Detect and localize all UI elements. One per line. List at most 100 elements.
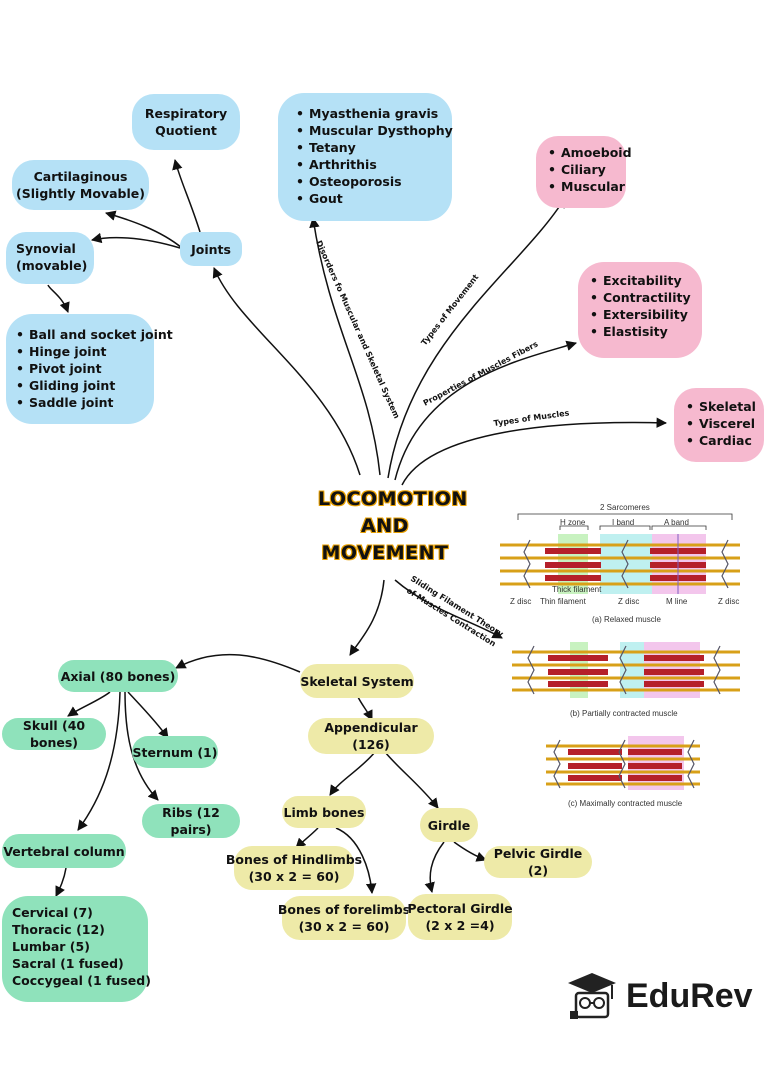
movement-types-node: Amoeboid Ciliary Muscular — [536, 136, 632, 208]
disorder-item: Muscular Dysthophy — [296, 122, 453, 139]
disorder-item: Tetany — [296, 139, 452, 156]
appendicular-node: Appendicular (126) — [308, 718, 434, 754]
girdle-node: Girdle — [420, 808, 478, 842]
disorders-node: Myasthenia gravis Muscular Dysthophy Tet… — [278, 93, 453, 221]
arrow-to-skeletal — [349, 579, 385, 656]
vertebrae-list-node: Cervical (7) Thoracic (12) Lumbar (5) Sa… — [2, 896, 151, 1002]
hindlimbs-node: Bones of Hindlimbs (30 x 2 = 60) — [226, 846, 362, 890]
property-item: Excitability — [590, 272, 702, 289]
arrow-appendicular-to-limb — [329, 751, 376, 796]
joint-type-item: Hinge joint — [16, 343, 154, 360]
respiratory-line-2: Quotient — [155, 123, 217, 138]
axial-node: Axial (80 bones) — [58, 660, 178, 692]
ribs-node: Ribs (12 pairs) — [142, 804, 240, 838]
disorder-item: Arthrithis — [296, 156, 452, 173]
forelimbs-line-2: (30 x 2 = 60) — [298, 919, 390, 934]
synovial-line-2: (movable) — [16, 258, 88, 273]
pectoral-girdle-node: Pectoral Girdle(2 x 2 =4) — [407, 894, 513, 940]
skeletal-system-node: Skeletal System — [300, 664, 414, 698]
arrow-girdle-to-pelvic — [453, 841, 487, 862]
skull-label: Skull (40 bones) — [22, 718, 86, 750]
title-line-2: AND — [361, 515, 409, 537]
arrow-joints-to-synovial — [90, 232, 181, 249]
appendicular-label: Appendicular (126) — [324, 720, 418, 752]
arrow-joints-to-cartilaginous — [104, 210, 183, 249]
arrow-skeletal-to-appendicular — [357, 696, 373, 721]
vertebra-item: Cervical (7) — [12, 905, 93, 920]
synovial-node: Synovial (movable) — [6, 232, 94, 284]
pelvic-girdle-label: Pelvic Girdle (2) — [493, 846, 583, 878]
arrow-skeletal-to-axial — [175, 653, 301, 673]
pelvic-girdle-node: Pelvic Girdle (2) — [484, 846, 592, 878]
joints-node: Joints — [180, 232, 242, 266]
arrow-to-sliding — [394, 579, 503, 639]
synovial-line-1: Synovial — [16, 241, 76, 256]
edge-label-disorders: Disorders fo Muscular and Skeletal Syste… — [314, 239, 401, 420]
limb-bones-label: Limb bones — [283, 804, 365, 820]
hindlimbs-line-1: Bones of Hindlimbs — [225, 852, 363, 867]
joint-type-item: Saddle joint — [16, 394, 154, 411]
property-item: Extersibility — [590, 306, 702, 323]
joint-type-item: Ball and socket joint — [16, 326, 173, 343]
pectoral-line-2: (2 x 2 =4) — [425, 918, 495, 933]
vertebral-column-node: Vertebral column — [2, 834, 126, 868]
arrow-to-disorders — [309, 216, 381, 476]
vertebra-item: Coccygeal (1 fused) — [12, 973, 151, 988]
vertebra-item: Lumbar (5) — [12, 939, 90, 954]
arrow-to-muscle-types — [401, 417, 668, 486]
hindlimbs-line-2: (30 x 2 = 60) — [248, 869, 340, 884]
properties-node: Excitability Contractility Extersibility… — [578, 262, 702, 358]
muscle-type-item: Skeletal — [686, 398, 764, 415]
property-item: Elastisity — [590, 323, 702, 340]
arrow-vertebral-to-list — [55, 867, 67, 897]
girdle-label: Girdle — [427, 817, 471, 833]
skull-node: Skull (40 bones) — [2, 718, 106, 750]
arrow-appendicular-to-girdle — [384, 751, 439, 809]
movement-type-item: Ciliary — [548, 161, 626, 178]
forelimbs-node: Bones of forelimbs (30 x 2 = 60) — [278, 896, 410, 940]
joint-type-item: Pivot joint — [16, 360, 154, 377]
muscle-type-item: Viscerel — [686, 415, 764, 432]
muscle-types-node: Skeletal Viscerel Cardiac — [674, 388, 764, 462]
logo-text: EduRev — [626, 977, 753, 1015]
arrow-to-joints — [212, 267, 361, 476]
disorder-item: Gout — [296, 190, 452, 207]
limb-bones-node: Limb bones — [282, 796, 366, 828]
joint-type-item: Gliding joint — [16, 377, 154, 394]
disorder-item: Osteoporosis — [296, 173, 452, 190]
joints-label: Joints — [191, 241, 231, 257]
title-line-3: MOVEMENT — [321, 542, 449, 564]
arrow-limb-to-hindlimbs — [295, 827, 319, 849]
vertebra-item: Sacral (1 fused) — [12, 956, 124, 971]
arrow-axial-to-ribs — [124, 691, 159, 801]
arrow-to-movement-types — [387, 197, 566, 479]
edge-label-sliding-1: Sliding Filament Theory — [409, 574, 506, 639]
arrow-joints-to-respiratory — [172, 158, 201, 233]
ribs-label: Ribs (12 pairs) — [162, 805, 220, 837]
arrow-limb-to-forelimbs — [335, 827, 377, 895]
central-title: LOCOMOTION AND MOVEMENT — [318, 486, 468, 567]
forelimbs-line-1: Bones of forelimbs — [277, 902, 411, 917]
edge-label-properties: Properties of Muscles Fibers — [422, 339, 540, 407]
graduation-icon — [568, 973, 616, 1019]
title-line-1: LOCOMOTION — [318, 488, 468, 510]
skeletal-system-label: Skeletal System — [300, 673, 414, 689]
edurev-logo: EduRev — [562, 965, 753, 1025]
movement-type-item: Amoeboid — [548, 144, 632, 161]
synovial-types-node: Ball and socket joint Hinge joint Pivot … — [6, 314, 173, 424]
vertebral-column-label: Vertebral column — [3, 843, 125, 859]
vertebra-item: Thoracic (12) — [12, 922, 105, 937]
arrow-axial-to-skull — [67, 691, 111, 717]
arrow-axial-to-vertebral — [77, 691, 121, 831]
cartilaginous-line-1: Cartilaginous — [33, 169, 128, 184]
arrow-girdle-to-pectoral — [424, 841, 445, 894]
cartilaginous-node: Cartilaginous (Slightly Movable) — [12, 160, 149, 210]
sternum-node: Sternum (1) — [132, 736, 218, 768]
movement-type-item: Muscular — [548, 178, 626, 195]
disorder-item: Myasthenia gravis — [296, 105, 452, 122]
cartilaginous-line-2: (Slightly Movable) — [16, 186, 145, 201]
sternum-label: Sternum (1) — [132, 744, 218, 760]
